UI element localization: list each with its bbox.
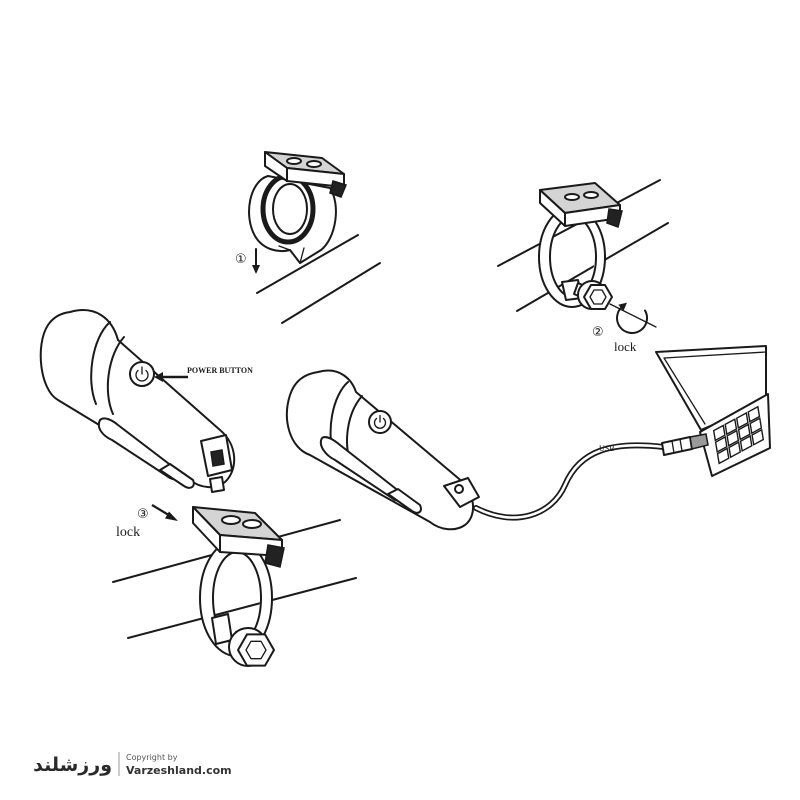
power-icon — [135, 366, 149, 382]
light-body-band — [106, 336, 125, 415]
bike-light-charging — [285, 369, 480, 531]
knob-hex-inner — [245, 640, 267, 660]
laptop — [655, 345, 770, 476]
laptop-lid-bezel — [663, 351, 767, 425]
light-rear-tab — [209, 476, 225, 493]
usb-cable: USB — [473, 433, 709, 521]
step1-mount-rail — [264, 151, 348, 198]
watermark: ورزشلند Copyright by Varzeshland.com — [33, 752, 232, 777]
step3-marker: ③ — [137, 507, 149, 522]
step3-lock-knob — [228, 627, 275, 667]
step1-assembly: ① — [235, 151, 381, 324]
arrow-left-icon — [154, 372, 188, 382]
usb-plug — [661, 433, 709, 456]
usb-port-icon — [210, 449, 225, 467]
handlebar-bottom-edge — [516, 222, 669, 312]
step2-assembly: ② lock — [497, 179, 669, 354]
light-mount-foot — [159, 463, 195, 489]
clamp-ring-tab — [278, 245, 305, 264]
watermark-site: Varzeshland.com — [126, 764, 232, 777]
knob-hex — [583, 284, 613, 310]
bike-light-left: POWER BUTTON — [39, 309, 253, 493]
arrow-icon — [151, 504, 178, 521]
handlebar-bottom-edge — [127, 577, 357, 639]
cable-outline — [473, 442, 667, 521]
knob-hex-inner — [589, 289, 607, 305]
rail-hole — [306, 160, 322, 168]
usb-plug-ridge — [671, 440, 675, 454]
light-body — [285, 369, 474, 531]
step1-marker: ① — [235, 252, 247, 267]
step2-mount-rail — [539, 182, 623, 228]
rotate-arrow-icon — [616, 302, 648, 335]
bolt-axis — [609, 303, 657, 328]
rail-hole — [221, 515, 241, 525]
rail-clip — [606, 208, 623, 228]
clamp-ring-hole — [272, 183, 308, 235]
rail-hole — [242, 519, 262, 529]
step3-mount-rail — [192, 506, 285, 568]
handlebar-bottom-edge — [281, 262, 381, 324]
cable-core — [474, 444, 666, 519]
usb-plug-ridge — [679, 438, 683, 452]
light-body — [39, 309, 236, 488]
usb-plug-housing — [661, 436, 693, 456]
rail-hole — [583, 191, 599, 199]
rail-clip — [264, 544, 285, 568]
laptop-keyboard — [714, 407, 764, 464]
rail-clip — [329, 180, 348, 198]
usb-label: USB — [599, 444, 615, 453]
step1-clamp-ring — [248, 173, 337, 264]
step3-lock-label: lock — [116, 525, 140, 540]
light-mount-foot — [387, 488, 422, 514]
step2-lock-knob — [573, 280, 657, 328]
step2-lock-label: lock — [614, 339, 637, 354]
step3-assembly: ③ lock — [112, 504, 357, 667]
rail-hole — [286, 157, 302, 165]
light-lens-band — [90, 321, 111, 405]
rail-hole — [564, 193, 580, 201]
usb-plug-connector — [689, 433, 709, 450]
band-lug — [211, 613, 233, 645]
arrow-down-icon — [252, 248, 260, 274]
connector-screw — [454, 484, 464, 494]
power-icon — [373, 414, 387, 429]
handlebar-top-edge — [256, 234, 359, 294]
step1-handlebar — [256, 234, 381, 324]
knob-hex — [237, 633, 275, 667]
watermark-logo: ورزشلند — [33, 754, 112, 776]
power-button-label: POWER BUTTON — [187, 366, 253, 375]
step2-marker: ② — [592, 325, 604, 340]
watermark-copyright: Copyright by — [126, 753, 178, 762]
